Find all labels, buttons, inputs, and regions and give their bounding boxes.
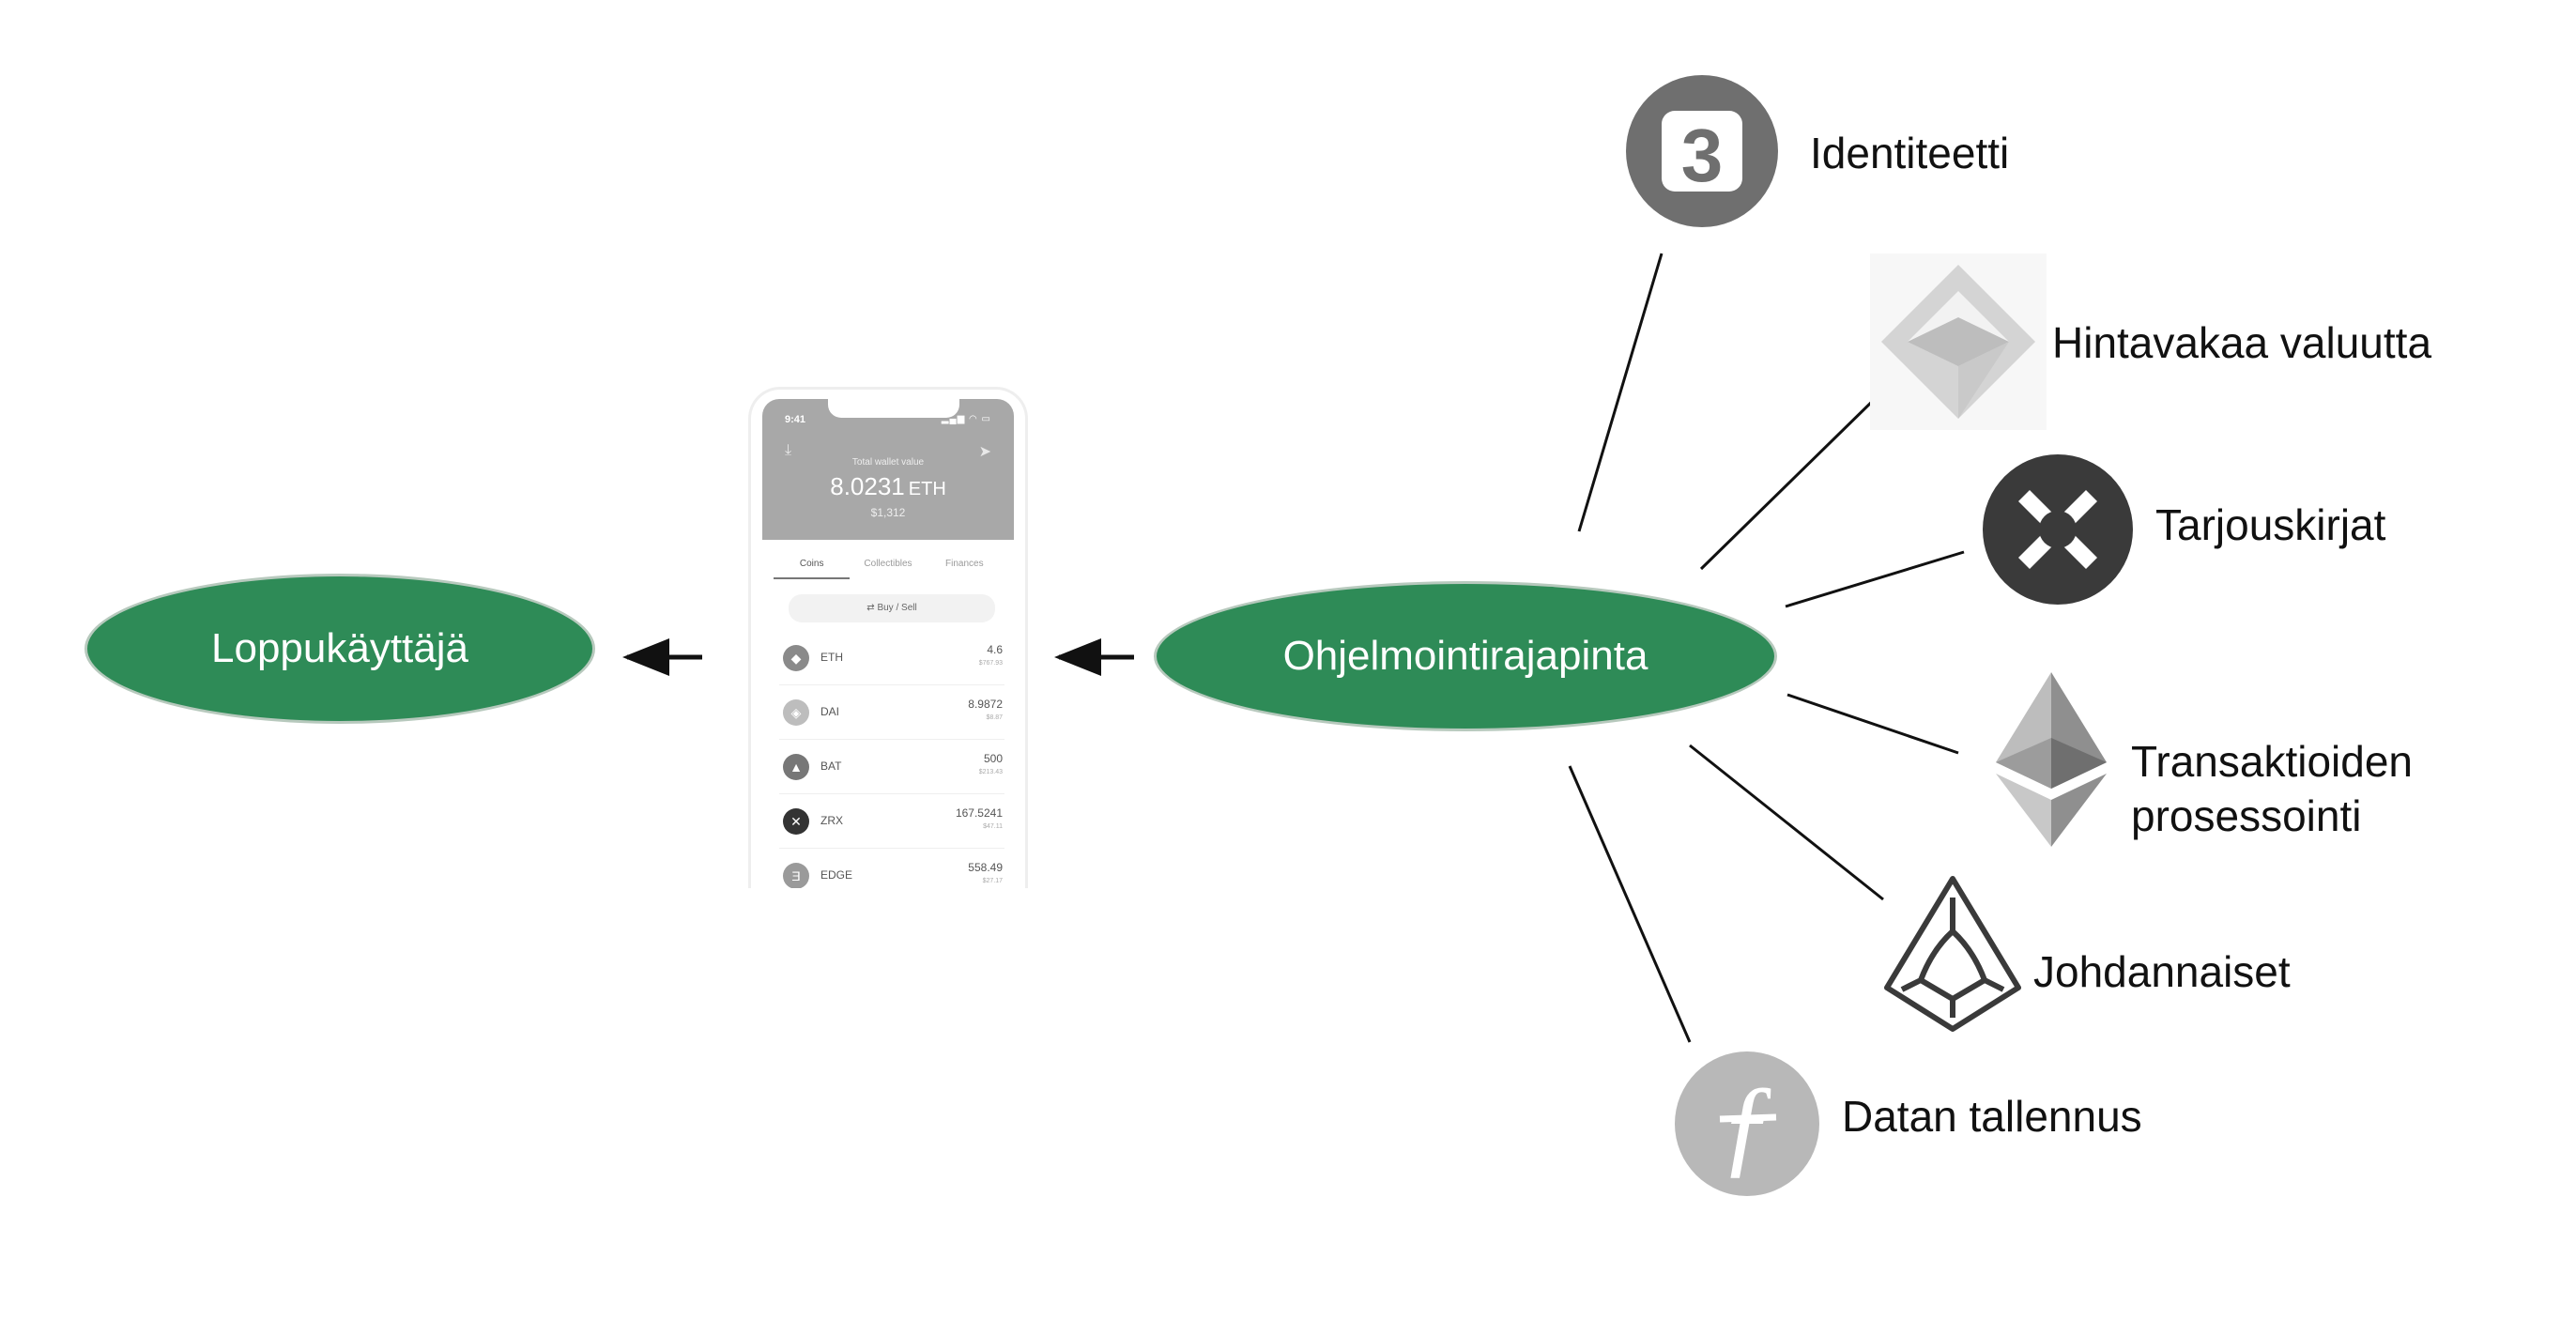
service-label-transactions: Transaktioiden prosessointi xyxy=(2131,734,2413,843)
eth-coin-icon: ◆ xyxy=(783,645,809,671)
edge-coin-icon: Ǝ xyxy=(783,863,809,888)
end-user-label: Loppukäyttäjä xyxy=(211,625,468,671)
line-storage xyxy=(1568,765,1692,1043)
coin-amount: 558.49 xyxy=(968,861,1003,874)
tab-coins[interactable]: Coins xyxy=(774,551,851,579)
service-label-stablecoin: Hintavakaa valuutta xyxy=(2052,318,2432,367)
service-label-transactions-line1: Transaktioiden xyxy=(2131,737,2414,786)
status-icons: ▂▄▆ ◠ ▭ xyxy=(941,414,991,424)
filecoin-glyph: ƒ xyxy=(1719,1062,1775,1187)
dai-diamond-icon xyxy=(1870,253,2047,430)
service-label-storage: Datan tallennus xyxy=(1842,1092,2142,1141)
api-node: Ohjelmointirajapinta xyxy=(1154,581,1777,731)
wallet-usd: $1,312 xyxy=(870,506,906,519)
service-label-transactions-line2: prosessointi xyxy=(2131,791,2362,840)
dai-coin-icon: ◈ xyxy=(783,699,809,726)
service-label-derivatives: Johdannaiset xyxy=(2033,947,2291,996)
wallet-amount: 8.0231 xyxy=(830,472,905,500)
buy-sell-button[interactable]: ⇄ Buy / Sell xyxy=(789,594,995,622)
phone-notch xyxy=(828,399,959,418)
service-label-orderbooks: Tarjouskirjat xyxy=(2155,500,2386,549)
end-user-node: Loppukäyttäjä xyxy=(84,574,595,724)
download-icon[interactable]: ⤓ xyxy=(785,442,792,458)
coin-row-dai[interactable]: ◈ DAI 8.9872 $8.87 xyxy=(779,686,1004,740)
line-transactions xyxy=(1786,693,1959,755)
3box-icon: 3 xyxy=(1626,75,1778,227)
coin-symbol: BAT xyxy=(820,760,842,773)
filecoin-icon: ƒ xyxy=(1675,1051,1819,1196)
wallet-unit: ETH xyxy=(908,479,946,499)
line-derivatives xyxy=(1689,744,1884,901)
coin-row-bat[interactable]: ▲ BAT 500 $213.43 xyxy=(779,741,1004,794)
coin-row-zrx[interactable]: ✕ ZRX 167.5241 $47.11 xyxy=(779,795,1004,849)
coin-usd: $213.43 xyxy=(978,769,1003,775)
0x-icon xyxy=(1983,454,2133,605)
line-stablecoin xyxy=(1699,394,1879,571)
wallet-header: 9:41 ▂▄▆ ◠ ▭ ⤓ ➤ Total wallet value 8.02… xyxy=(762,399,1014,540)
bat-coin-icon: ▲ xyxy=(783,754,809,780)
wallet-tabs: Coins Collectibles Finances xyxy=(774,551,1003,579)
ethereum-icon xyxy=(1996,672,2107,847)
coin-symbol: ZRX xyxy=(820,814,843,827)
coin-usd: $47.11 xyxy=(983,823,1003,830)
coin-symbol: DAI xyxy=(820,705,840,718)
api-label: Ohjelmointirajapinta xyxy=(1282,633,1648,679)
coin-usd: $767.93 xyxy=(978,660,1003,667)
line-identity xyxy=(1577,253,1664,532)
wallet-phone-mockup: 9:41 ▂▄▆ ◠ ▭ ⤓ ➤ Total wallet value 8.02… xyxy=(748,387,1028,888)
zrx-coin-icon: ✕ xyxy=(783,808,809,835)
coin-symbol: ETH xyxy=(820,651,843,664)
service-label-identity: Identiteetti xyxy=(1810,129,2010,177)
tab-collectibles[interactable]: Collectibles xyxy=(864,559,912,569)
coin-usd: $27.17 xyxy=(982,878,1003,884)
coin-row-eth[interactable]: ◆ ETH 4.6 $767.93 xyxy=(779,632,1004,685)
coin-symbol: EDGE xyxy=(820,868,853,882)
tab-finances[interactable]: Finances xyxy=(945,559,984,569)
coin-row-edge[interactable]: Ǝ EDGE 558.49 $27.17 xyxy=(779,850,1004,888)
coin-usd: $8.87 xyxy=(986,714,1003,721)
line-orderbooks xyxy=(1785,550,1965,608)
augur-icon xyxy=(1883,875,2022,1033)
send-icon[interactable]: ➤ xyxy=(978,444,991,460)
coin-amount: 4.6 xyxy=(987,643,1003,656)
status-time: 9:41 xyxy=(785,414,806,425)
3box-glyph: 3 xyxy=(1681,114,1724,197)
coin-amount: 8.9872 xyxy=(968,698,1003,711)
coin-amount: 167.5241 xyxy=(955,806,1003,820)
coin-amount: 500 xyxy=(983,752,1003,765)
wallet-caption: Total wallet value xyxy=(851,457,925,468)
